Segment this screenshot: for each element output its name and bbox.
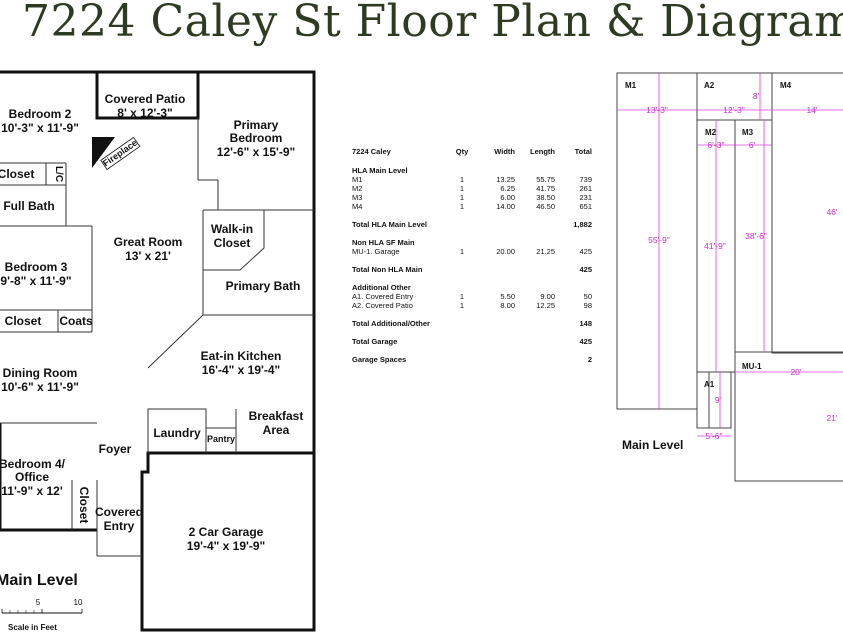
- covered-entry-name: Covered: [95, 505, 143, 519]
- foyer-label: Foyer: [99, 442, 132, 456]
- breakfast-name: Breakfast: [249, 409, 304, 423]
- primary-bedroom-dims: 12'-6" x 15'-9": [217, 145, 295, 159]
- sketch-m1-name: M1: [625, 81, 637, 90]
- pantry-label: Pantry: [207, 434, 235, 444]
- primary-bedroom-name-2: Bedroom: [230, 131, 283, 145]
- bedroom4-name: Bedroom 4/: [0, 457, 66, 471]
- floor-plan-level-label: Main Level: [0, 572, 78, 589]
- walkin-closet-name: Walk-in: [211, 222, 253, 236]
- sketch-m4-width: 14': [806, 105, 817, 115]
- primary-bath-label: Primary Bath: [226, 279, 301, 293]
- sketch-m4: [771, 72, 843, 354]
- lc-label: L/C: [53, 166, 64, 182]
- bedroom4-wall: [0, 423, 97, 532]
- sketch-m4-name: M4: [780, 81, 792, 90]
- kitchen-name: Eat-in Kitchen: [201, 349, 282, 363]
- sketch-a1-width: 5'-6": [706, 431, 723, 441]
- full-bath-label: Full Bath: [3, 199, 54, 213]
- table-header-row: 7224 Caley Qty Width Length Total: [352, 145, 592, 157]
- sketch-m1-height: 55'-9": [648, 235, 670, 245]
- sketch-a1: [696, 371, 732, 429]
- sketch-m2-height: 41'-9": [704, 241, 726, 251]
- closet1-label: Closet: [0, 167, 34, 181]
- sketch-mu1: [734, 351, 843, 482]
- great-room-name: Great Room: [114, 235, 183, 249]
- coats-label: Coats: [59, 314, 93, 328]
- scale-tick-10: 10: [74, 598, 83, 607]
- covered-patio-dims: 8' x 12'-3": [117, 106, 172, 120]
- section-additional: Additional Other: [352, 283, 411, 292]
- sketch-mu1-height: 21': [826, 413, 837, 423]
- bedroom4-dims: 11'-9" x 12': [1, 484, 63, 498]
- laundry-label: Laundry: [153, 426, 201, 440]
- closet2-label: Closet: [5, 314, 42, 328]
- floor-plan: Fireplace Bedroom 2 10'-3" x 11'-9" Cove…: [0, 70, 316, 632]
- covered-patio-name: Covered Patio: [105, 92, 186, 106]
- sketch-m2-width: 6'-3": [708, 140, 725, 150]
- scale-bar: 5 10 Scale in Feet: [1, 598, 83, 632]
- sketch-m1: [616, 72, 698, 410]
- sketch-m1-width: 13'-3": [646, 105, 668, 115]
- section-non-hla: Non HLA SF Main: [352, 238, 415, 247]
- great-room-dims: 13' x 21': [125, 249, 171, 263]
- scale-tick-5: 5: [36, 598, 41, 607]
- scale-title: Scale in Feet: [8, 623, 57, 632]
- sketch-m3-name: M3: [742, 128, 754, 137]
- bedroom2-dims: 10'-3" x 11'-9": [1, 121, 79, 135]
- sketch-a1-name: A1: [704, 380, 715, 389]
- sketch-level-label: Main Level: [622, 438, 683, 452]
- sketch-a2-width: 12'-3": [723, 105, 745, 115]
- garage-dims: 19'-4" x 19'-9": [187, 539, 265, 553]
- section-hla: HLA Main Level: [352, 166, 408, 175]
- bedroom4-name-2: Office: [15, 470, 49, 484]
- breakfast-name-2: Area: [263, 423, 290, 437]
- closet3-label: Closet: [77, 487, 91, 524]
- page-title: 7224 Caley St Floor Plan & Diagram: [22, 0, 843, 47]
- dining-room-name: Dining Room: [3, 366, 78, 380]
- covered-entry-name-2: Entry: [104, 519, 135, 533]
- sketch-m2-name: M2: [705, 128, 717, 137]
- header-length: Length: [530, 146, 555, 156]
- sketch-m3-height: 38'-6": [745, 231, 767, 241]
- sketch-m3-width: 6': [749, 140, 756, 150]
- sketch-m2: [696, 119, 736, 373]
- garage-name: 2 Car Garage: [189, 525, 264, 539]
- header-total: Total: [574, 146, 592, 156]
- sketch-a1-height: 9': [715, 395, 722, 405]
- kitchen-dims: 16'-4" x 19'-4": [202, 363, 280, 377]
- sketch-a2: [696, 72, 773, 121]
- sketch-m3: [734, 119, 773, 353]
- header-width: Width: [494, 146, 515, 156]
- header-address: 7224 Caley: [352, 146, 391, 156]
- area-table: 7224 Caley Qty Width Length Total HLA Ma…: [352, 145, 592, 365]
- sketch-m4-height: 46': [826, 207, 837, 217]
- primary-bedroom-name: Primary: [234, 118, 279, 132]
- sketch-a2-height: 8': [753, 91, 760, 101]
- bedroom3-dims: 9'-8" x 11'-9": [0, 274, 71, 288]
- fireplace: Fireplace: [92, 136, 141, 170]
- sketch-mu1-width: 20': [790, 367, 801, 377]
- sketch-a2-name: A2: [704, 81, 715, 90]
- walkin-closet-name-2: Closet: [214, 236, 251, 250]
- bedroom3-name: Bedroom 3: [5, 260, 68, 274]
- interior-walls: [0, 118, 314, 557]
- sketch-mu1-name: MU-1: [742, 362, 762, 371]
- header-qty: Qty: [455, 146, 469, 156]
- dimension-lines: [617, 73, 843, 437]
- dining-room-dims: 10'-6" x 11'-9": [1, 380, 79, 394]
- bedroom2-name: Bedroom 2: [9, 107, 72, 121]
